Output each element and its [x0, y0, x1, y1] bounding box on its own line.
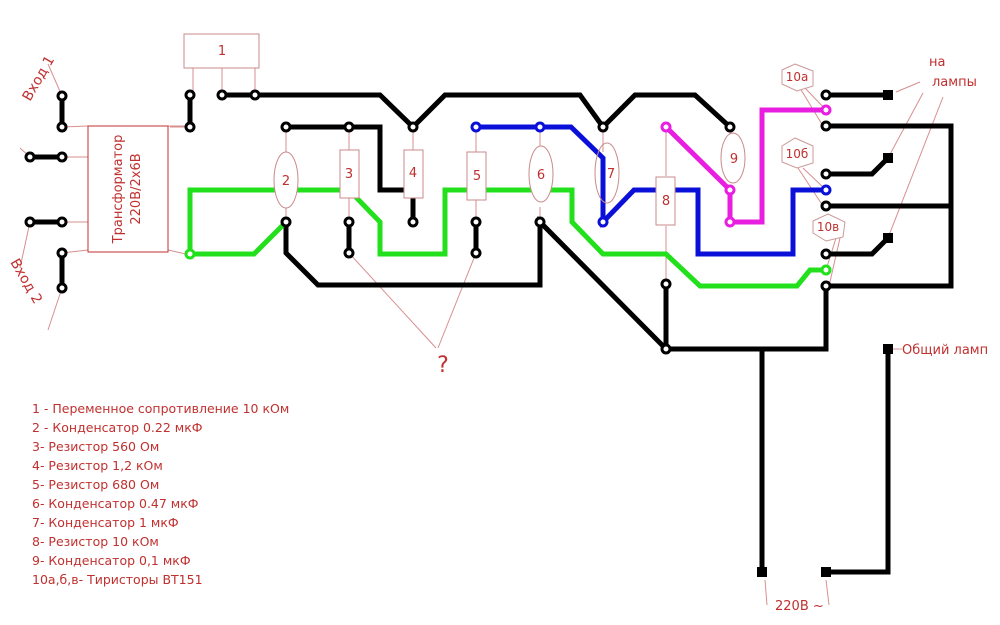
- component-8-label: 8: [662, 194, 670, 209]
- transformer: Трансформатор 220В/2х6В: [87, 125, 169, 253]
- legend-item: 10а,б,в- Тиристоры ВТ151: [32, 572, 203, 587]
- magenta-trace: [662, 107, 829, 225]
- input-1-label: Вход 1: [20, 53, 59, 104]
- thyristor-10a-label: 10а: [786, 70, 809, 84]
- square-pads: [757, 90, 893, 577]
- to-lamps-label-1: на: [929, 55, 945, 70]
- green-trace: [187, 187, 829, 289]
- legend-item: 5- Резистор 680 Ом: [32, 477, 160, 492]
- component-5-label: 5: [473, 169, 481, 184]
- component-1-label: 1: [218, 44, 226, 59]
- legend-item: 4- Резистор 1,2 кОм: [32, 458, 163, 473]
- component-2-label: 2: [282, 174, 290, 189]
- transformer-label-2: 220В/2х6В: [129, 153, 144, 224]
- legend-item: 1 - Переменное сопротивление 10 кОм: [32, 401, 290, 416]
- thyristor-10b-label: 10б: [786, 147, 809, 161]
- legend-item: 6- Конденсатор 0.47 мкФ: [32, 496, 199, 511]
- components: 2 3 4 5 6 7 8 9: [273, 132, 746, 226]
- thyristors: 10а 10б 10в: [781, 63, 846, 242]
- common-lamp-label: Общий ламп: [902, 343, 988, 358]
- component-9-label: 9: [730, 152, 738, 167]
- component-1-potentiometer: 1: [183, 33, 260, 69]
- green-trace-branch: [187, 218, 290, 257]
- transformer-label-1: Трансформатор: [111, 135, 126, 245]
- mains-label: 220В ~: [775, 599, 824, 614]
- input-2-label: Вход 2: [7, 256, 46, 307]
- to-lamps-label-2: лампы: [932, 75, 977, 90]
- question-mark: ?: [437, 353, 449, 378]
- legend-item: 9- Конденсатор 0,1 мкФ: [32, 553, 191, 568]
- legend-item: 7- Конденсатор 1 мкФ: [32, 515, 179, 530]
- legend-item: 8- Резистор 10 кОм: [32, 534, 159, 549]
- legend-item: 3- Резистор 560 Ом: [32, 439, 160, 454]
- component-legend: 1 - Переменное сопротивление 10 кОм 2 - …: [32, 399, 289, 589]
- thyristor-10c-label: 10в: [817, 220, 839, 234]
- component-6-label: 6: [537, 168, 545, 183]
- component-3-label: 3: [345, 167, 353, 182]
- legend-item: 2 - Конденсатор 0.22 мкФ: [32, 420, 203, 435]
- component-4-label: 4: [409, 166, 417, 181]
- component-7-label: 7: [607, 167, 615, 182]
- round-pads: [24, 89, 832, 355]
